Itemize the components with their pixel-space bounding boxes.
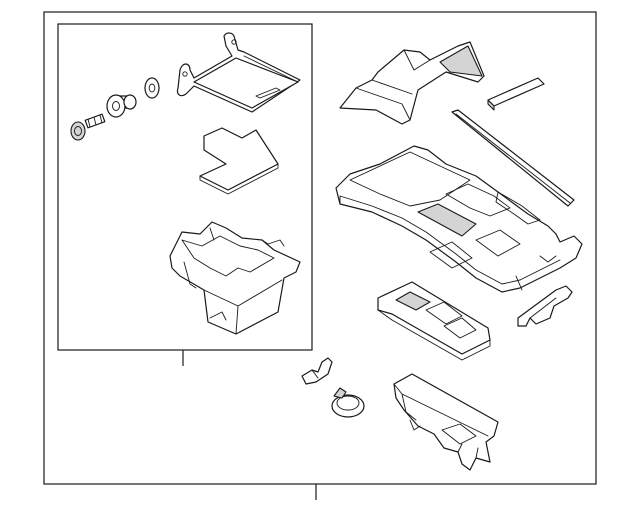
storage-bin-part	[169, 221, 301, 335]
front-trim-part	[339, 41, 485, 125]
clip-bracket-part	[517, 285, 573, 327]
console-panel-part	[335, 145, 583, 293]
inner-subassembly-frame	[57, 23, 313, 351]
bushing-part	[106, 94, 137, 118]
bracket-lid-part	[176, 32, 301, 113]
control-panel-part	[377, 281, 491, 361]
lower-tray-part	[393, 373, 499, 471]
cap-plug-part	[331, 387, 365, 418]
molding-strip-part	[451, 109, 575, 207]
washer-part	[144, 77, 160, 99]
strip-part	[487, 77, 545, 111]
outer-assembly-frame	[43, 11, 597, 485]
hook-clip-part	[301, 357, 333, 385]
screw-part	[70, 113, 106, 141]
pad-part	[199, 127, 279, 195]
